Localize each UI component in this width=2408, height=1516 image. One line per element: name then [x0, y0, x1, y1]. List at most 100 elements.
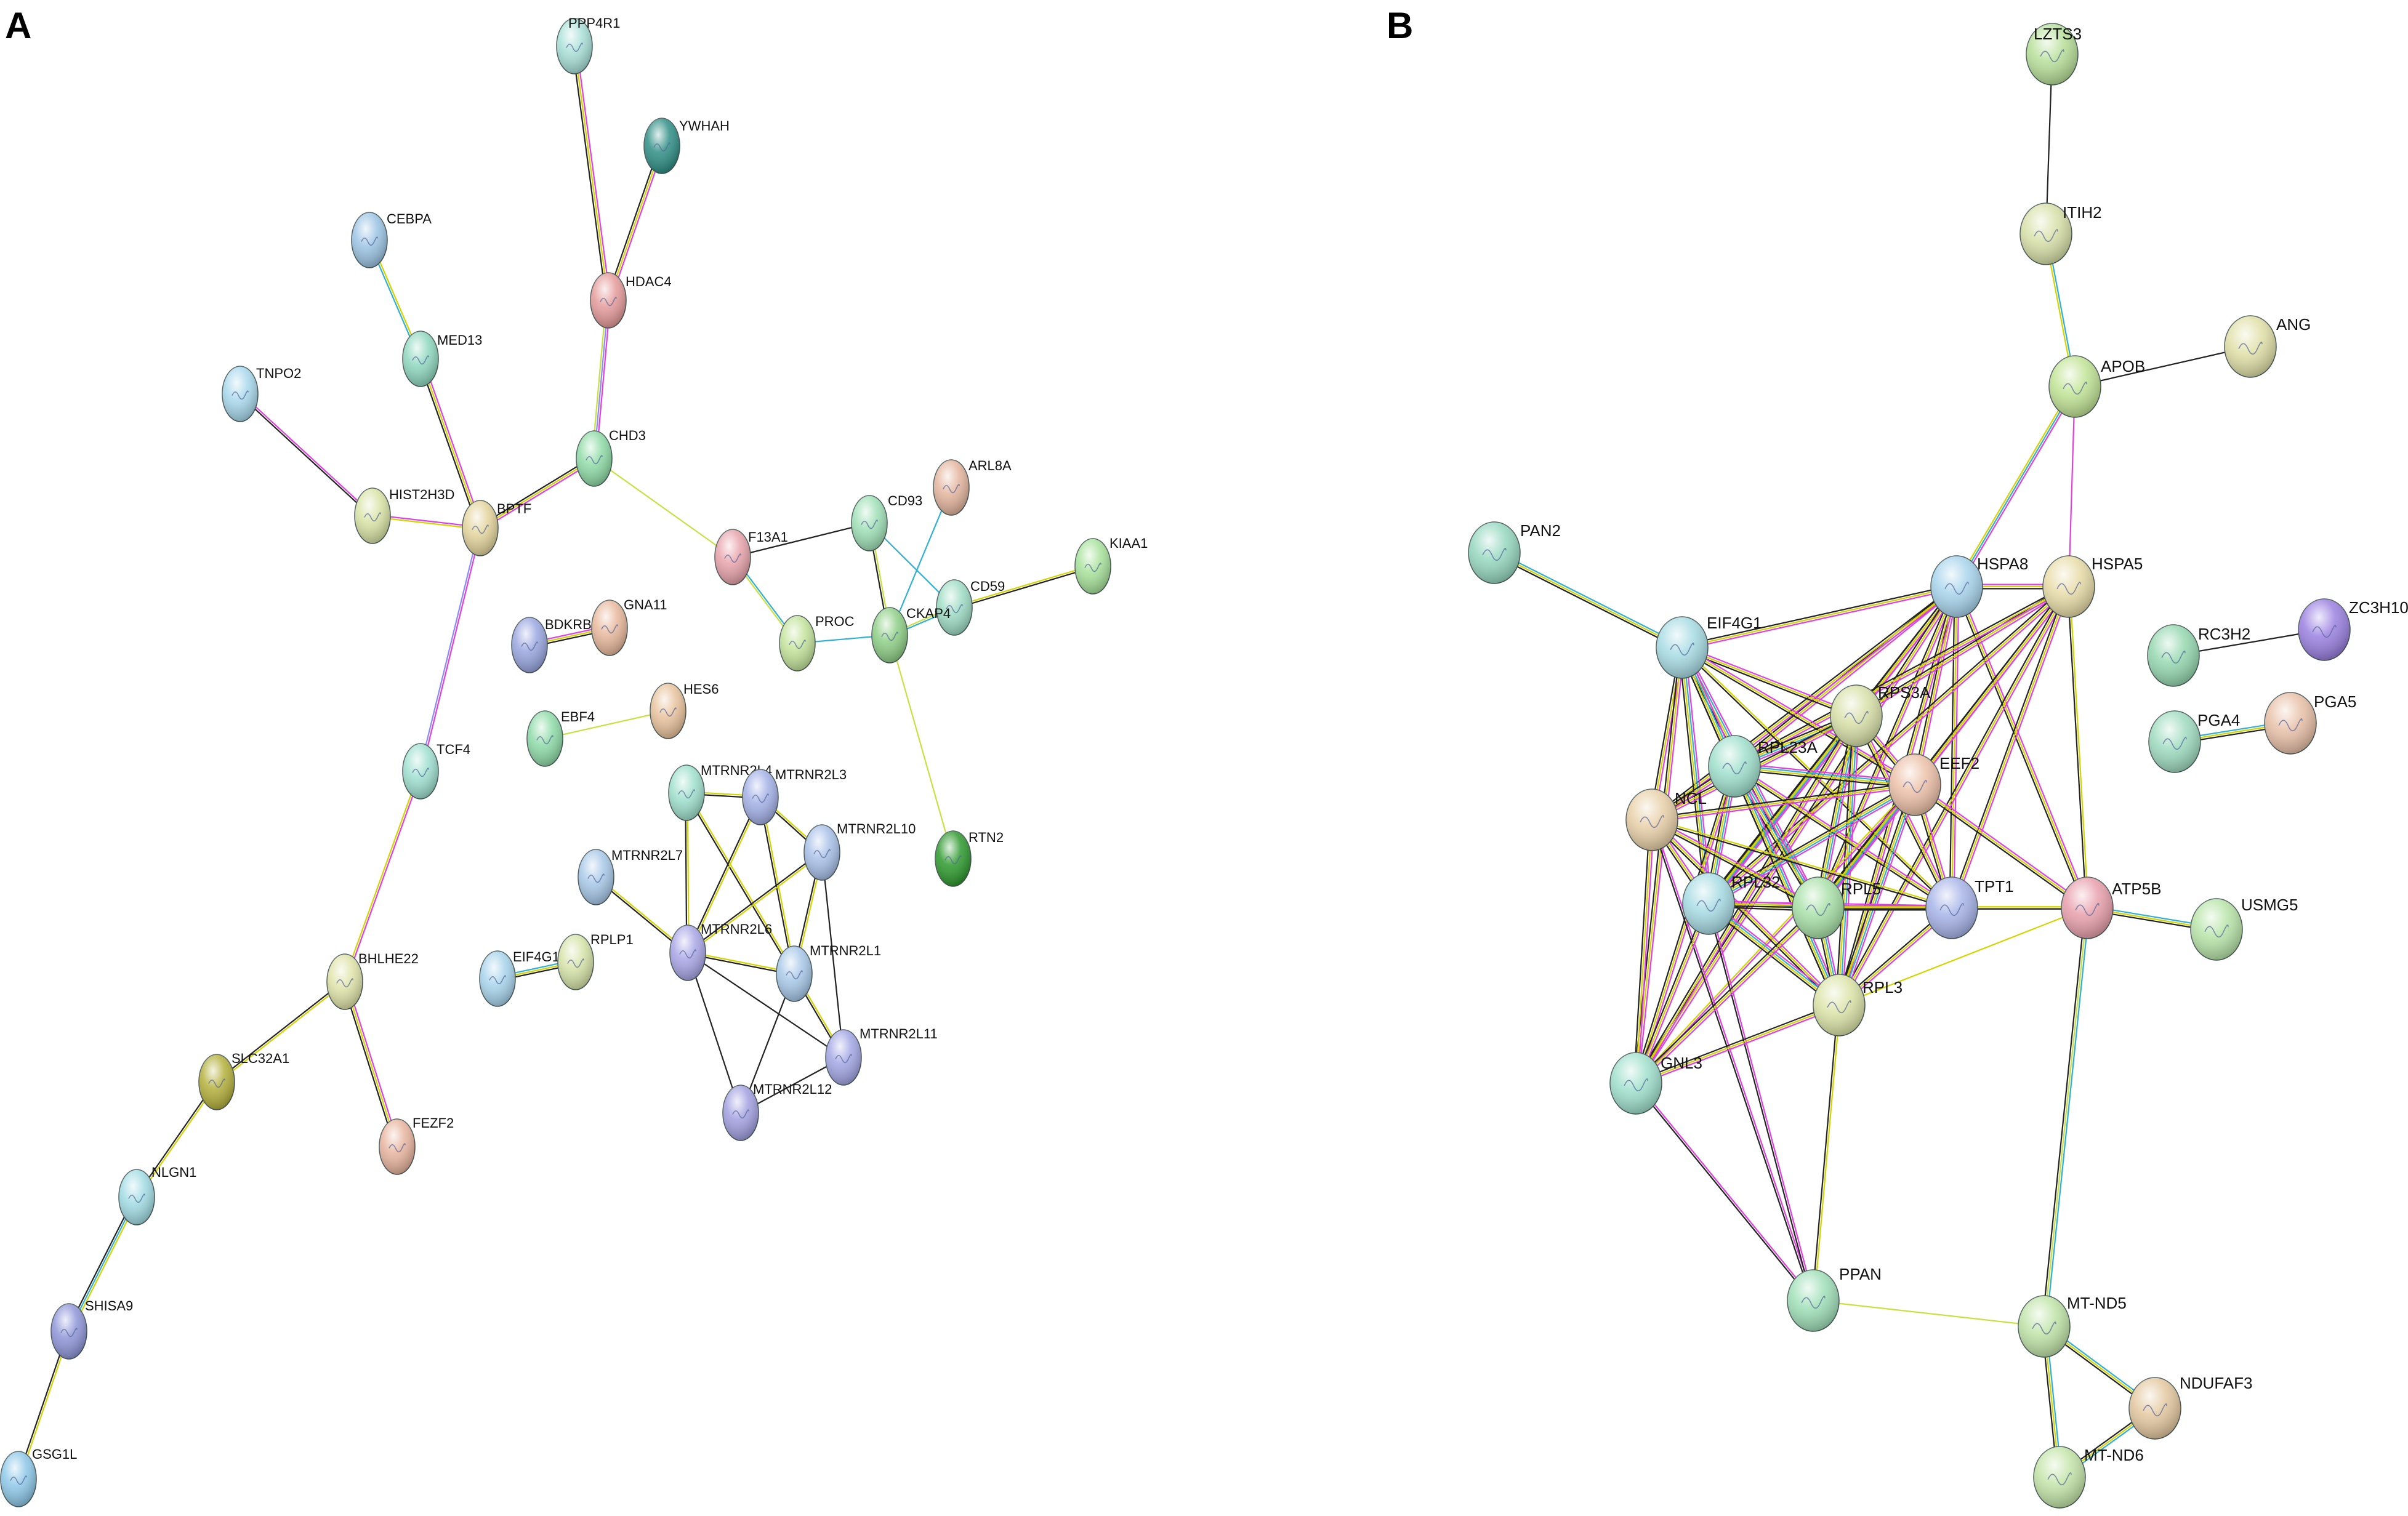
- protein-structure-icon: [2312, 625, 2337, 638]
- node-apob[interactable]: APOB: [2048, 355, 2145, 418]
- node-eif4g1[interactable]: EIF4G1: [1656, 614, 1762, 679]
- edge-rpl32-ppan-evidence-line: [1709, 903, 1815, 1301]
- node-cebpa[interactable]: CEBPA: [351, 211, 432, 268]
- node-label: RPL3: [1862, 978, 1903, 997]
- node-bdkrb2[interactable]: BDKRB2: [511, 617, 599, 673]
- node-label: YWHAH: [679, 118, 730, 134]
- node-ppp4r1[interactable]: PPP4R1: [556, 15, 620, 74]
- node-zc3h10[interactable]: ZC3H10: [2298, 598, 2408, 661]
- edge-rpl23a-eef2-evidence-line: [1734, 762, 1915, 783]
- node-rpl5[interactable]: RPL5: [1792, 876, 1881, 939]
- node-bptf[interactable]: BPTF: [462, 500, 531, 556]
- node-ncl[interactable]: NCL: [1625, 788, 1707, 851]
- node-pan2[interactable]: PAN2: [1468, 521, 1561, 584]
- node-bhlhe22[interactable]: BHLHE22: [326, 951, 419, 1010]
- node-ang[interactable]: ANG: [2224, 315, 2311, 378]
- node-tnpo2[interactable]: TNPO2: [222, 366, 301, 422]
- edge-mtrnr2l6-mtrnr2l12-evidence-line: [687, 952, 742, 1113]
- node-rpl32[interactable]: RPL32: [1682, 872, 1781, 935]
- protein-structure-icon: [1722, 761, 1747, 775]
- node-ywhah[interactable]: YWHAH: [643, 118, 730, 174]
- node-ndufaf3[interactable]: NDUFAF3: [2128, 1374, 2252, 1440]
- node-mtrnr2l1[interactable]: MTRNR2L1: [776, 943, 881, 1002]
- node-tpt1[interactable]: TPT1: [1925, 876, 2014, 939]
- node-sphere-shine: [1709, 736, 1760, 797]
- node-lzts3[interactable]: LZTS3: [2026, 23, 2082, 86]
- node-itih2[interactable]: ITIH2: [2019, 203, 2102, 265]
- node-shisa9[interactable]: SHISA9: [50, 1298, 133, 1360]
- node-label: TPT1: [1975, 877, 2014, 896]
- node-pga5[interactable]: PGA5: [2264, 692, 2356, 755]
- node-sphere-shine: [119, 1169, 155, 1225]
- node-hdac4[interactable]: HDAC4: [590, 272, 672, 329]
- node-mtrnr2l7[interactable]: MTRNR2L7: [578, 848, 683, 905]
- edge-rpl5-gnl3-evidence-line: [1635, 907, 1819, 1084]
- edge-ncl-tpt1: [1651, 818, 1952, 910]
- node-gnl3[interactable]: GNL3: [1609, 1052, 1702, 1115]
- node-hspa5[interactable]: HSPA5: [2042, 555, 2143, 618]
- node-med13[interactable]: MED13: [402, 331, 482, 387]
- node-mtrnr2l10[interactable]: MTRNR2L10: [803, 821, 916, 881]
- node-hist2h3d[interactable]: HIST2H3D: [354, 487, 454, 544]
- protein-structure-icon: [2075, 903, 2100, 916]
- node-rpl23a[interactable]: RPL23A: [1708, 735, 1818, 798]
- node-cd93[interactable]: CD93: [851, 493, 922, 551]
- node-sphere-shine: [199, 1054, 235, 1110]
- node-pga4[interactable]: PGA4: [2148, 710, 2240, 773]
- node-usmg5[interactable]: USMG5: [2190, 896, 2298, 961]
- protein-structure-icon: [601, 624, 618, 634]
- node-chd3[interactable]: CHD3: [576, 428, 646, 487]
- node-nlgn1[interactable]: NLGN1: [118, 1165, 196, 1225]
- node-label: MTRNR2L10: [837, 821, 916, 836]
- node-fezf2[interactable]: FEZF2: [379, 1115, 454, 1175]
- node-mtrnr2l6[interactable]: MTRNR2L6: [669, 921, 772, 981]
- protein-structure-icon: [835, 1054, 852, 1064]
- node-label: MTRNR2L7: [611, 848, 683, 863]
- edge-med13-bptf: [417, 358, 483, 529]
- protein-structure-icon: [1801, 1296, 1826, 1309]
- node-mtrnr2l3[interactable]: MTRNR2L3: [742, 767, 847, 825]
- node-arl8a[interactable]: ARL8A: [933, 458, 1012, 516]
- edge-cd59-kiaa1: [954, 564, 1093, 609]
- node-slc32a1[interactable]: SLC32A1: [198, 1051, 289, 1110]
- protein-structure-icon: [472, 524, 489, 534]
- node-mt-nd5[interactable]: MT-ND5: [2018, 1294, 2127, 1358]
- node-mtrnr2l12[interactable]: MTRNR2L12: [722, 1081, 832, 1141]
- node-label: CHD3: [609, 428, 646, 443]
- edge-rps3a-rpl32-evidence-line: [1707, 715, 1856, 904]
- node-ebf4[interactable]: EBF4: [526, 709, 595, 767]
- node-f13a1[interactable]: F13A1: [714, 529, 788, 585]
- node-ppan[interactable]: PPAN: [1787, 1265, 1882, 1332]
- node-eif4g1[interactable]: EIF4G1: [479, 949, 560, 1007]
- node-ckap4[interactable]: CKAP4: [871, 606, 951, 664]
- node-gsg1l[interactable]: GSG1L: [0, 1446, 77, 1507]
- edge-ncl-gnl3: [1633, 819, 1655, 1084]
- node-sphere-shine: [2265, 692, 2316, 754]
- node-mt-nd6[interactable]: MT-ND6: [2033, 1446, 2144, 1509]
- node-hes6[interactable]: HES6: [650, 681, 719, 739]
- edge-ckap4-rtn2-evidence-line: [888, 635, 954, 859]
- node-atp5b[interactable]: ATP5B: [2061, 876, 2161, 939]
- node-rc3h2[interactable]: RC3H2: [2147, 624, 2250, 687]
- node-sphere-shine: [715, 529, 751, 585]
- node-kiaa1[interactable]: KIAA1: [1074, 535, 1148, 595]
- node-cd59[interactable]: CD59: [936, 579, 1005, 636]
- edge-mtrnr2l4-mtrnr2l1: [685, 792, 796, 975]
- node-hspa8[interactable]: HSPA8: [1930, 555, 2028, 618]
- panel-b-letter: B: [1387, 5, 1413, 46]
- node-mtrnr2l11[interactable]: MTRNR2L11: [825, 1026, 938, 1086]
- edge-rpl32-gnl3-evidence-line: [1637, 904, 1712, 1085]
- node-label: FEZF2: [413, 1115, 454, 1131]
- node-sphere-shine: [779, 616, 815, 671]
- node-rpl3[interactable]: RPL3: [1813, 974, 1903, 1037]
- node-rplp1[interactable]: RPLP1: [557, 932, 634, 990]
- node-gna11[interactable]: GNA11: [591, 597, 667, 656]
- protein-structure-icon: [2278, 718, 2303, 732]
- node-rtn2[interactable]: RTN2: [935, 830, 1004, 887]
- edge-arl8a-ckap4: [888, 487, 952, 636]
- node-rps3a[interactable]: RPS3A: [1830, 683, 1931, 747]
- node-tcf4[interactable]: TCF4: [402, 742, 470, 800]
- edge-atp5b-mt-nd5: [2041, 907, 2090, 1327]
- node-eef2[interactable]: EEF2: [1888, 753, 1979, 816]
- node-proc[interactable]: PROC: [779, 614, 855, 672]
